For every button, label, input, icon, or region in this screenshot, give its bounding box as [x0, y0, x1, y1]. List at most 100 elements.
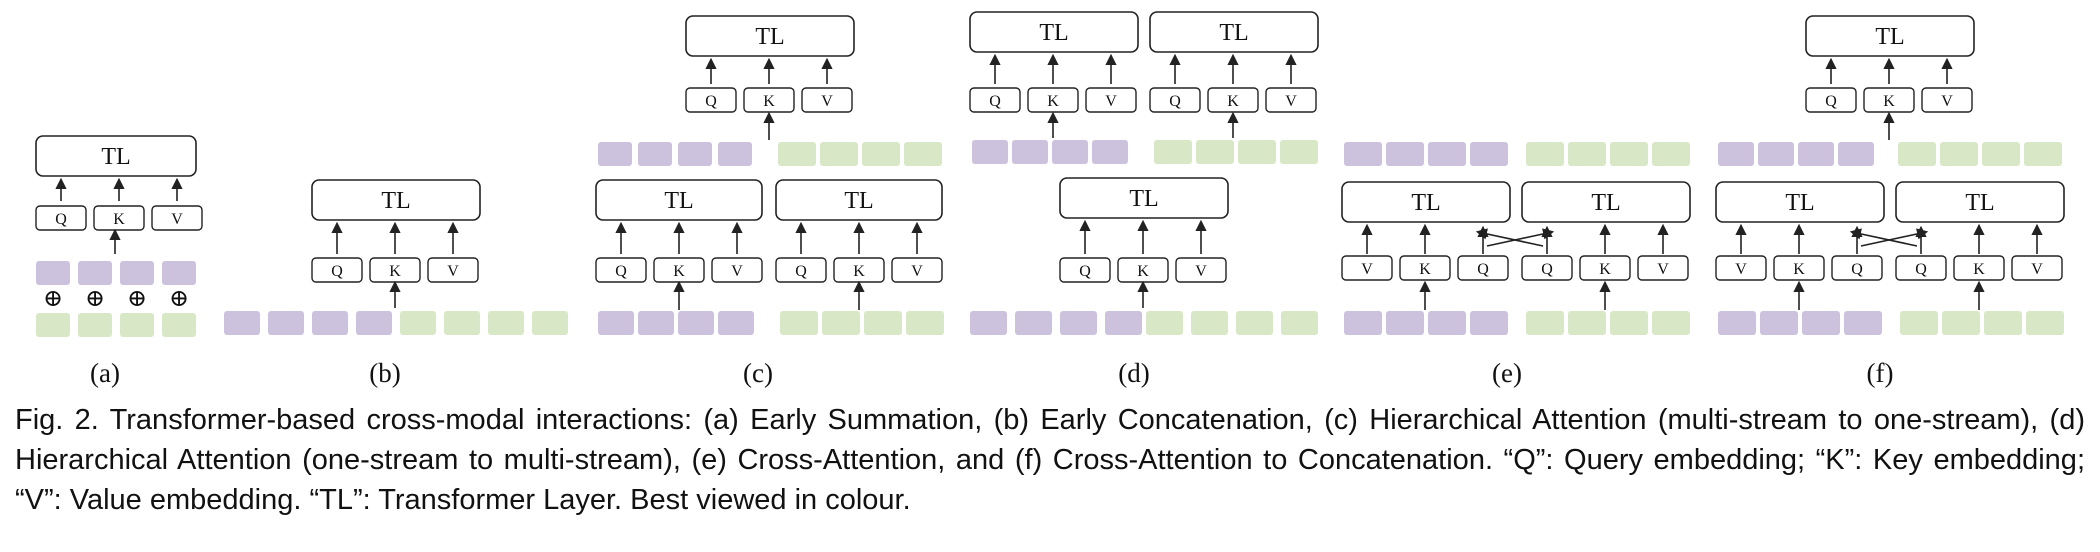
v-embedding-label: V: [821, 93, 833, 110]
green-token: [820, 142, 858, 166]
q-embedding-label: Q: [1541, 261, 1553, 278]
transformer-layer-label: TL: [755, 24, 784, 50]
green-token: [1982, 142, 2020, 166]
purple-token: [598, 142, 632, 166]
k-embedding-label: K: [1973, 261, 1985, 278]
k-embedding-label: K: [1047, 93, 1059, 110]
transformer-layer-box: [35, 135, 197, 177]
plus-symbol: ⊕: [85, 286, 105, 312]
green-token: [1238, 140, 1276, 164]
green-token: [1940, 142, 1978, 166]
green-token: [1146, 311, 1183, 335]
purple-token: [638, 142, 672, 166]
green-token: [1281, 311, 1318, 335]
purple-token: [718, 311, 754, 335]
purple-token: [718, 142, 752, 166]
v-embedding-box: [1715, 255, 1767, 281]
purple-token: [638, 311, 674, 335]
panel-label: (a): [90, 358, 120, 388]
v-embedding-box: [151, 205, 203, 231]
k-embedding-label: K: [673, 263, 685, 280]
q-embedding-label: Q: [989, 93, 1001, 110]
q-embedding-label: Q: [615, 263, 627, 280]
transformer-layer-label: TL: [1965, 190, 1994, 216]
purple-token: [1718, 311, 1756, 335]
q-embedding-label: Q: [55, 211, 67, 228]
purple-token: [1386, 311, 1424, 335]
q-embedding-box: [1521, 255, 1573, 281]
v-embedding-box: [801, 87, 853, 113]
purple-token: [1105, 311, 1142, 335]
transformer-layer-box: [1341, 181, 1511, 223]
green-token: [78, 313, 112, 337]
transformer-layer-box: [1715, 181, 1885, 223]
purple-token: [1844, 311, 1882, 335]
q-embedding-label: Q: [1477, 261, 1489, 278]
purple-token: [1718, 142, 1754, 166]
k-embedding-label: K: [1883, 93, 1895, 110]
v-embedding-label: V: [1735, 261, 1747, 278]
plus-symbol: ⊕: [127, 286, 147, 312]
green-token: [1191, 311, 1228, 335]
green-token: [1610, 311, 1648, 335]
v-embedding-box: [1921, 87, 1973, 113]
q-embedding-box: [311, 257, 363, 283]
q-embedding-label: Q: [331, 263, 343, 280]
transformer-layer-label: TL: [844, 188, 873, 214]
v-embedding-box: [1341, 255, 1393, 281]
transformer-layer-label: TL: [1785, 190, 1814, 216]
cross-arrow: [1849, 228, 1918, 247]
q-embedding-label: Q: [1915, 261, 1927, 278]
cross-arrow: [1860, 228, 1929, 247]
v-embedding-label: V: [1941, 93, 1953, 110]
green-token: [162, 313, 196, 337]
k-embedding-box: [1399, 255, 1451, 281]
green-token: [488, 311, 524, 335]
q-embedding-label: Q: [1851, 261, 1863, 278]
v-embedding-label: V: [911, 263, 923, 280]
purple-token: [1470, 142, 1508, 166]
q-embedding-label: Q: [1169, 93, 1181, 110]
green-token: [532, 311, 568, 335]
green-token: [1984, 311, 2022, 335]
k-embedding-label: K: [1227, 93, 1239, 110]
green-token: [1154, 140, 1192, 164]
q-embedding-box: [1805, 87, 1857, 113]
green-token: [906, 311, 944, 335]
purple-token: [1802, 311, 1840, 335]
green-token: [2024, 142, 2062, 166]
panel-label: (b): [369, 358, 400, 388]
purple-token: [224, 311, 260, 335]
green-token: [1526, 311, 1564, 335]
v-embedding-box: [1637, 255, 1689, 281]
green-token: [1526, 142, 1564, 166]
green-token: [2026, 311, 2064, 335]
plus-symbol: ⊕: [169, 286, 189, 312]
green-token: [1652, 311, 1690, 335]
transformer-layer-box: [1521, 181, 1691, 223]
v-embedding-label: V: [1105, 93, 1117, 110]
q-embedding-box: [1457, 255, 1509, 281]
green-token: [1568, 311, 1606, 335]
purple-token: [1470, 311, 1508, 335]
green-token: [36, 313, 70, 337]
transformer-layer-box: [1059, 177, 1229, 219]
v-embedding-box: [2011, 255, 2063, 281]
v-embedding-label: V: [731, 263, 743, 280]
purple-token: [1758, 142, 1794, 166]
k-embedding-label: K: [1137, 263, 1149, 280]
panel-label: (c): [743, 358, 773, 388]
panel-label: (d): [1118, 358, 1149, 388]
purple-token: [972, 140, 1008, 164]
v-embedding-label: V: [1195, 263, 1207, 280]
transformer-layer-box: [775, 179, 943, 221]
figure-caption: Fig. 2. Transformer-based cross-modal in…: [15, 404, 2085, 516]
purple-token: [1012, 140, 1048, 164]
q-embedding-box: [969, 87, 1021, 113]
k-embedding-label: K: [113, 211, 125, 228]
panel-label: (e): [1492, 358, 1522, 388]
green-token: [1942, 311, 1980, 335]
